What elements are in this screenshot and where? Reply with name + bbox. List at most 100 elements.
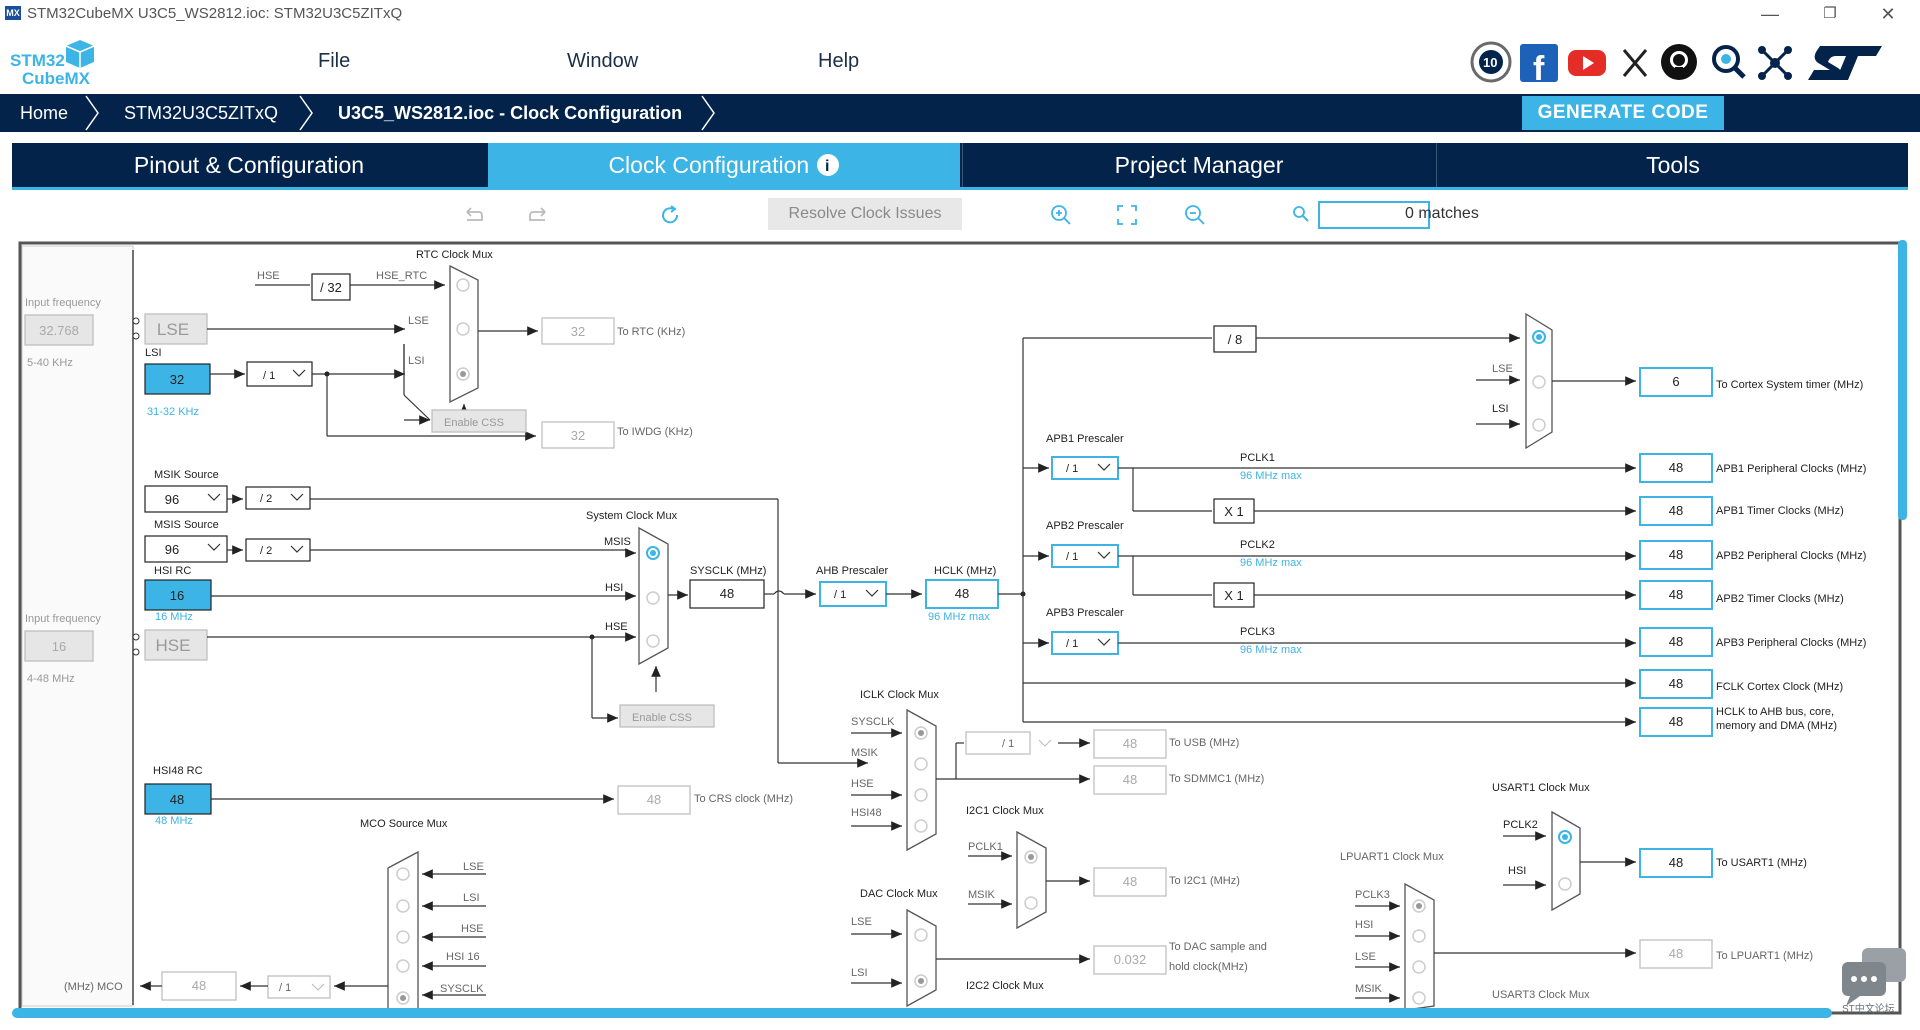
lpuart1-mux-title: LPUART1 Clock Mux (1340, 851, 1444, 863)
hse-range: 4-48 MHz (27, 673, 75, 685)
mco-radio-lse[interactable] (396, 867, 410, 881)
horizontal-scrollbar[interactable] (12, 1008, 1832, 1018)
st-logo-icon[interactable] (1806, 40, 1886, 84)
usart1-mux-title: USART1 Clock Mux (1492, 782, 1590, 794)
hclk-ahb-field[interactable] (1639, 707, 1713, 737)
apb3-div-value: / 1 (1066, 638, 1078, 650)
fclk-field[interactable] (1639, 669, 1713, 699)
breadcrumb-current[interactable]: U3C5_WS2812.ioc - Clock Configuration (338, 103, 683, 123)
rtc-mux-radio-lse[interactable] (456, 322, 470, 336)
close-icon[interactable]: ✕ (1880, 4, 1896, 24)
lsi-block[interactable] (144, 363, 211, 395)
lpuart-radio-hsi[interactable] (1412, 929, 1426, 943)
usart1-radio-hsi[interactable] (1558, 877, 1572, 891)
apb3-prescaler-select[interactable] (1051, 631, 1119, 655)
msis-divider-select[interactable] (245, 538, 311, 562)
youtube-icon[interactable] (1566, 40, 1608, 84)
apb2-timer-field[interactable] (1639, 580, 1713, 610)
search-input[interactable] (1318, 201, 1430, 229)
iclk-clock-mux[interactable] (906, 708, 937, 852)
iclk-radio-hse[interactable] (914, 788, 928, 802)
mco-radio-hsi16[interactable] (396, 959, 410, 973)
generate-code-button[interactable]: GENERATE CODE (1522, 96, 1724, 130)
systick-radio-lsi[interactable] (1532, 418, 1546, 432)
apb1-timer-field[interactable] (1639, 496, 1713, 526)
apb2-prescaler-select[interactable] (1051, 544, 1119, 568)
rtc-enable-css-button[interactable] (431, 409, 527, 433)
forum-chat-icon[interactable]: ST中文论坛 (1836, 948, 1910, 1015)
dac-radio-lse[interactable] (914, 928, 928, 942)
menu-file[interactable]: File (318, 50, 351, 72)
usb-divider-select[interactable] (965, 731, 1031, 755)
lpuart-radio-msik[interactable] (1412, 991, 1426, 1005)
sys-mux-radio-hse[interactable] (646, 634, 660, 648)
tab-project-manager[interactable]: Project Manager (962, 143, 1435, 187)
chevron-down-icon (865, 589, 879, 597)
dac-clock-mux[interactable] (906, 908, 937, 1008)
fit-to-screen-icon[interactable] (1116, 204, 1138, 226)
forum-label: ST中文论坛 (1842, 1002, 1895, 1014)
iclk-radio-msik[interactable] (914, 757, 928, 771)
msik-divider-select[interactable] (245, 486, 311, 510)
mco-sysclk-label: SYSCLK (440, 983, 484, 995)
usart1-out-field[interactable] (1639, 848, 1713, 878)
mco-radio-hse[interactable] (396, 930, 410, 944)
apb1-prescaler-select[interactable] (1051, 456, 1119, 480)
systick-radio-lse[interactable] (1532, 375, 1546, 389)
usart1-out-label: To USART1 (MHz) (1716, 857, 1807, 869)
iclk-radio-hsi48[interactable] (914, 819, 928, 833)
apb1-periph-field[interactable] (1639, 453, 1713, 483)
apb3-periph-field[interactable] (1639, 627, 1713, 657)
community-search-icon[interactable] (1708, 40, 1750, 84)
pclk2-label: PCLK2 (1240, 539, 1275, 551)
hse-block[interactable] (144, 629, 208, 661)
lpuart1-clock-mux[interactable] (1404, 882, 1435, 1011)
minimize-icon[interactable]: — (1761, 4, 1779, 24)
i2c1-clock-mux[interactable] (1016, 830, 1047, 930)
menu-help[interactable]: Help (818, 50, 860, 72)
hclk-field[interactable] (925, 579, 999, 609)
ten-years-icon[interactable]: 10 (1470, 40, 1512, 84)
refresh-icon[interactable] (659, 204, 681, 226)
tab-tools[interactable]: Tools (1436, 143, 1909, 187)
breadcrumb-home[interactable]: Home (20, 103, 69, 123)
chevron-down-icon (1038, 739, 1052, 747)
network-icon[interactable] (1754, 40, 1796, 84)
zoom-in-icon[interactable] (1050, 204, 1072, 226)
lse-block[interactable] (144, 313, 208, 345)
lse-input-field[interactable] (24, 314, 94, 346)
usart1-clock-mux[interactable] (1551, 810, 1581, 912)
tab-pinout-configuration[interactable]: Pinout & Configuration (133, 152, 365, 178)
mco-radio-lsi[interactable] (396, 899, 410, 913)
hsi48-rc-block[interactable] (144, 783, 212, 815)
hsi-rc-block[interactable] (144, 579, 212, 611)
lsi-divider-select[interactable] (246, 361, 313, 387)
lpuart-radio-lse[interactable] (1412, 960, 1426, 974)
github-icon[interactable] (1658, 40, 1700, 84)
cortex-timer-field[interactable] (1639, 367, 1713, 397)
x-icon[interactable] (1614, 40, 1656, 84)
undo-icon[interactable] (462, 204, 484, 226)
breadcrumb-mcu[interactable]: STM32U3C5ZITxQ (124, 103, 279, 123)
restore-icon[interactable]: ❐ (1823, 5, 1837, 22)
facebook-icon[interactable]: f (1518, 40, 1560, 88)
mco-divider-select[interactable] (267, 975, 331, 999)
vertical-scrollbar[interactable] (1898, 240, 1907, 520)
hse-input-field[interactable] (24, 630, 94, 662)
redo-icon[interactable] (528, 204, 550, 226)
info-icon[interactable]: i (816, 153, 840, 177)
sys-mux-radio-hsi[interactable] (646, 591, 660, 605)
zoom-out-icon[interactable] (1184, 204, 1206, 226)
menu-window[interactable]: Window (567, 50, 639, 72)
apb2-periph-field[interactable] (1639, 540, 1713, 570)
ahb-prescaler-select[interactable] (819, 581, 887, 607)
tab-clock-configuration[interactable]: Clock Configuration i (488, 143, 960, 187)
apb1-timer-value: 48 (1669, 503, 1683, 518)
resolve-clock-issues-button[interactable]: Resolve Clock Issues (768, 198, 962, 230)
i2c1-radio-msik[interactable] (1024, 896, 1038, 910)
sysclk-value: 48 (720, 586, 734, 601)
chevron-down-icon (311, 983, 325, 991)
sys-enable-css-button[interactable] (619, 704, 715, 728)
rtc-mux-radio-hse[interactable] (456, 278, 470, 292)
fclk-value: 48 (1669, 676, 1683, 691)
